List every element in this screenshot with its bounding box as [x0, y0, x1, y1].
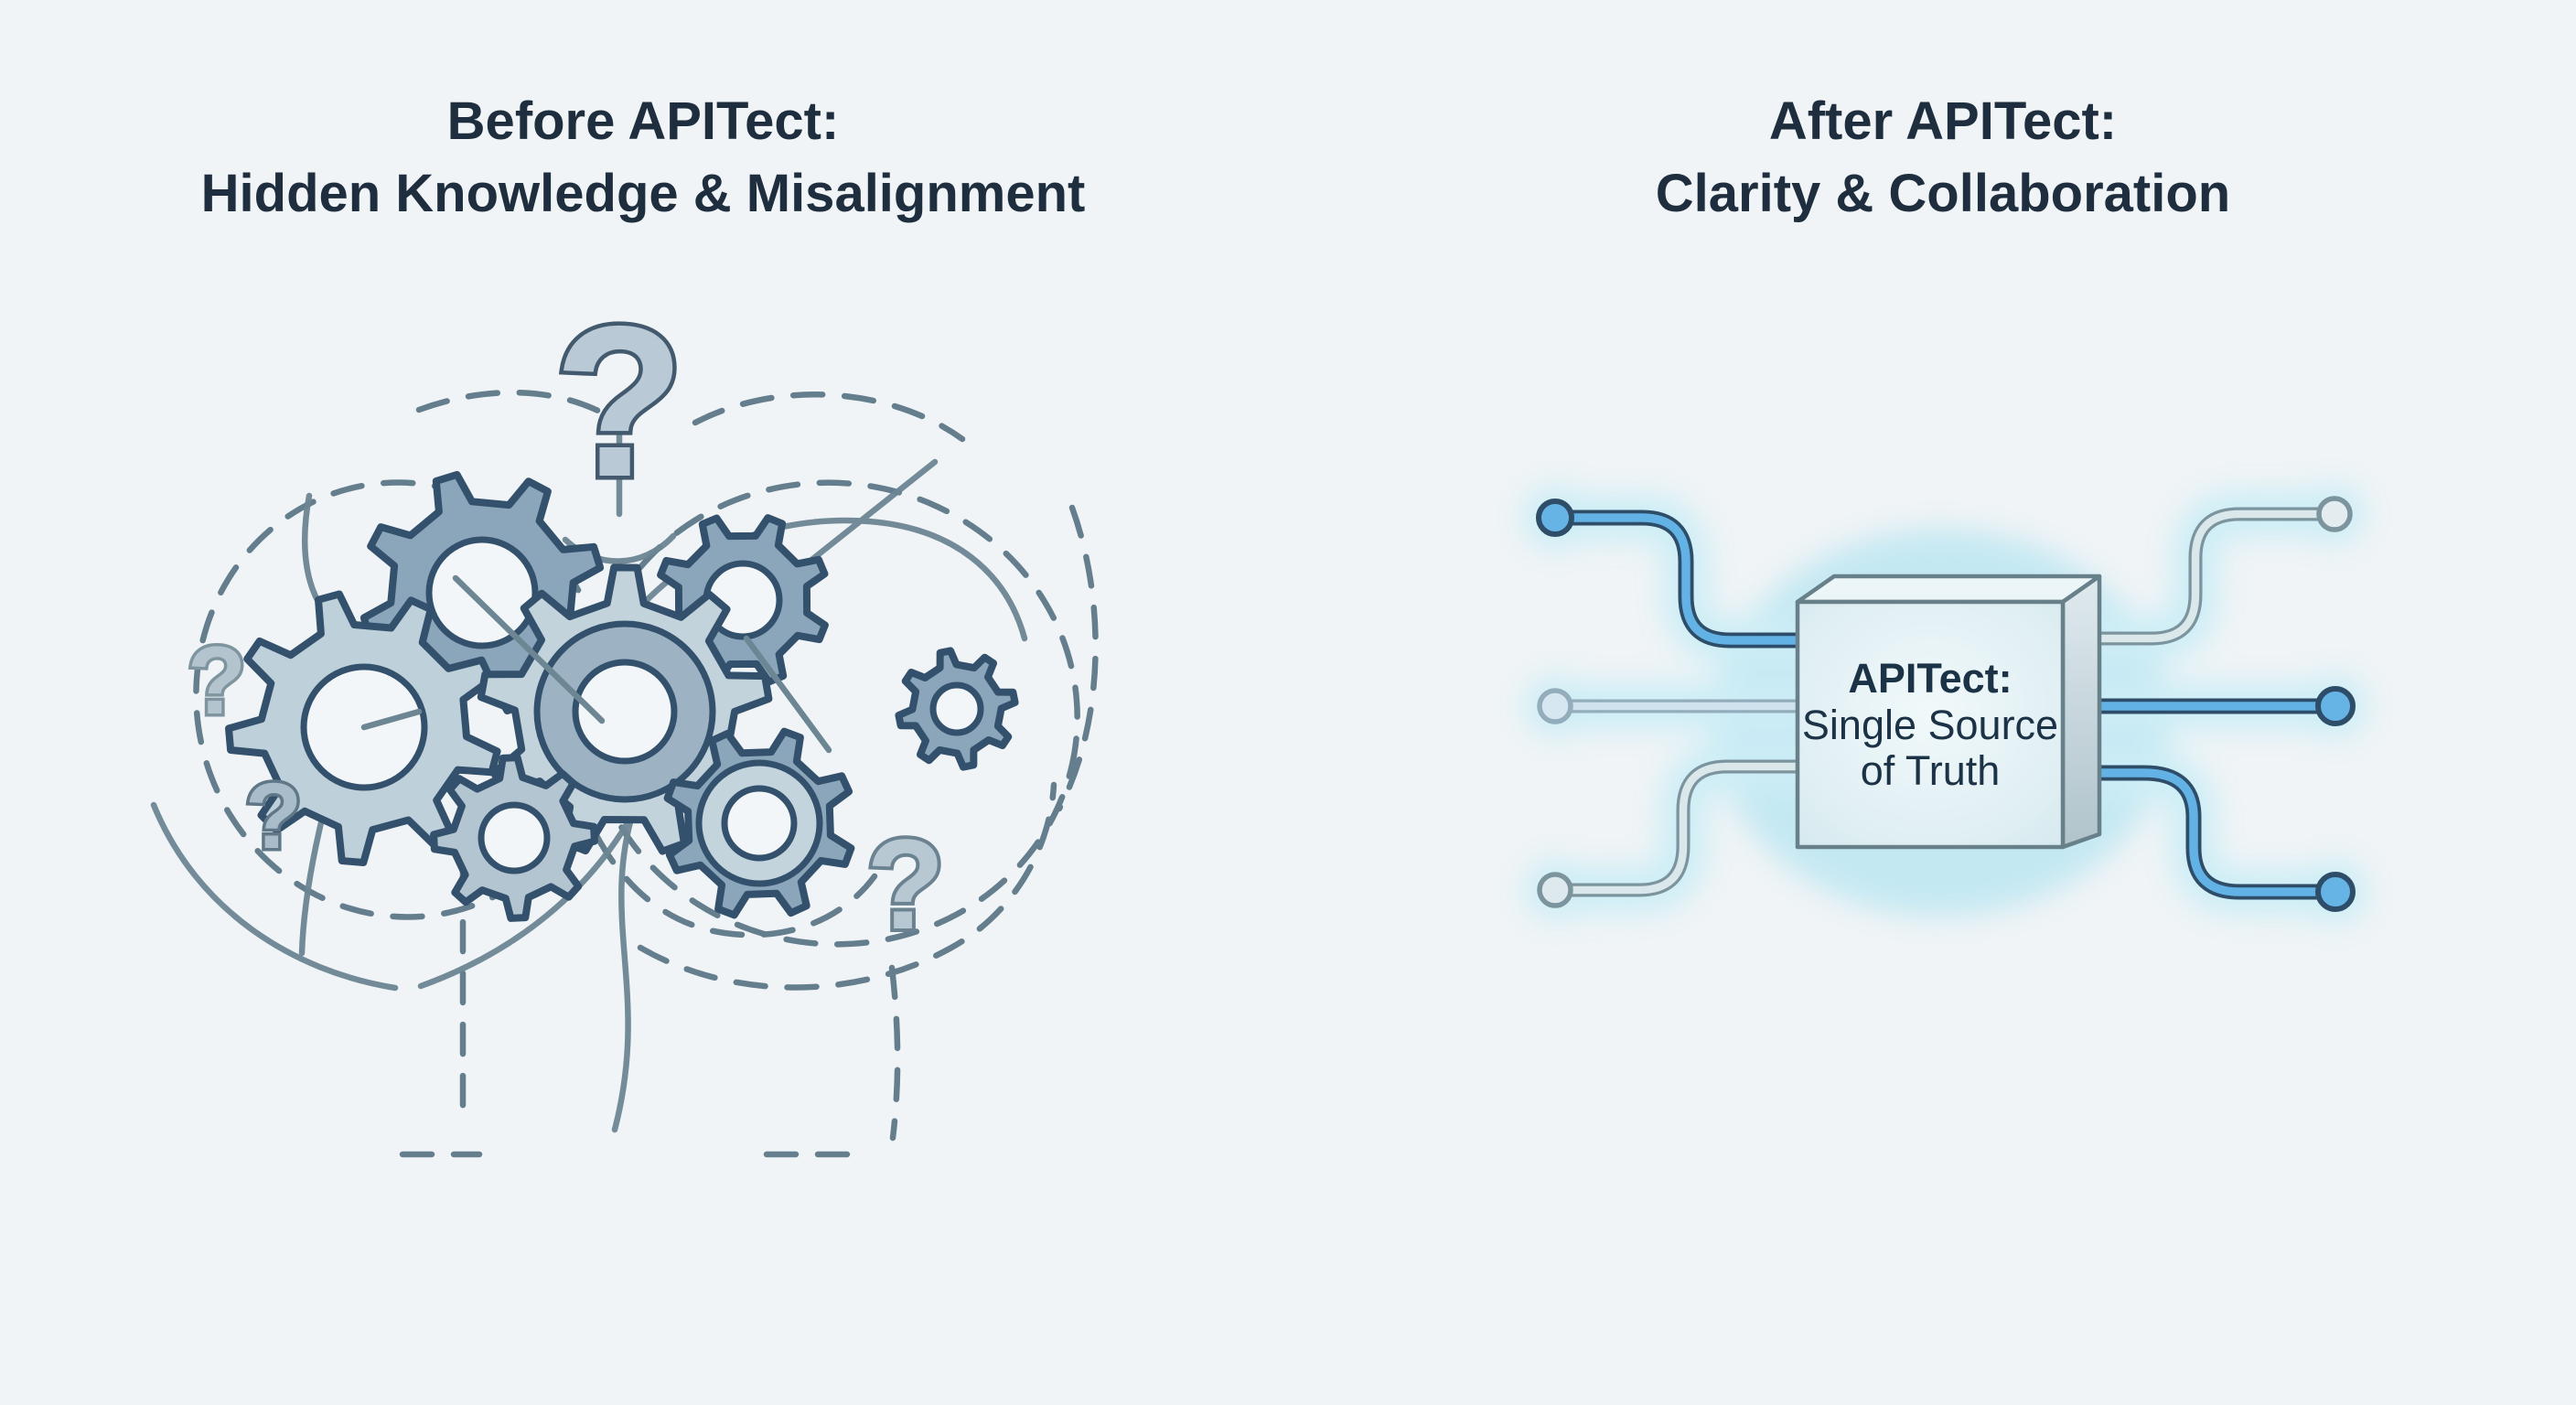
after-title: After APITect: Clarity & Collaboration — [1656, 86, 2230, 231]
trace-endpoint — [1537, 872, 1573, 908]
circuit-trace — [2079, 765, 2326, 900]
trace-endpoint — [2315, 686, 2356, 726]
after-title-line2: Clarity & Collaboration — [1655, 163, 2231, 223]
trace-endpoint — [1537, 688, 1573, 724]
apitect-box-label: APITect: Single Source of Truth — [1802, 655, 2058, 794]
gears-cluster — [225, 470, 1019, 922]
gear-overlay-lines — [360, 574, 832, 754]
apitect-box-label-line3: of Truth — [1861, 747, 2001, 794]
question-mark-icon: ? — [245, 764, 302, 868]
before-title: Before APITect: Hidden Knowledge & Misal… — [201, 86, 1086, 231]
gear-icon — [895, 647, 1019, 771]
circuit-trace — [1548, 759, 1817, 897]
question-mark-icon: ? — [553, 281, 685, 521]
gear-icon — [663, 727, 855, 919]
apitect-box-label-line1: APITect: — [1848, 655, 2012, 702]
trace-endpoint — [1536, 499, 1574, 537]
apitect-box-front-face — [1795, 599, 2066, 850]
before-title-line2: Hidden Knowledge & Misalignment — [200, 163, 1086, 223]
apitect-box-top-face — [1795, 574, 2102, 605]
tangled-dashed-lines — [193, 389, 1099, 1158]
apitect-box-side-face — [2060, 574, 2102, 850]
question-mark-icon: ? — [866, 812, 945, 956]
question-mark-icon: ? — [188, 627, 246, 735]
trace-endpoints — [1536, 496, 2356, 912]
trace-endpoint — [2315, 872, 2356, 912]
apitect-box — [1795, 574, 2102, 850]
gear-icon — [477, 563, 773, 855]
gear-icon — [430, 754, 598, 922]
tangled-gears-illustration: ? ? ? ? — [150, 277, 1099, 1158]
circuit-traces — [1547, 507, 2326, 900]
before-title-line1: Before APITect: — [446, 91, 840, 151]
circuit-box-illustration: APITect: Single Source of Truth — [1522, 483, 2368, 925]
question-marks: ? ? ? ? — [184, 277, 948, 960]
after-title-line1: After APITect: — [1768, 91, 2118, 151]
trace-endpoint — [2316, 496, 2353, 532]
circuit-trace — [1547, 509, 1818, 649]
circuit-trace — [2080, 507, 2325, 646]
apitect-box-label-line2: Single Source — [1802, 702, 2058, 748]
